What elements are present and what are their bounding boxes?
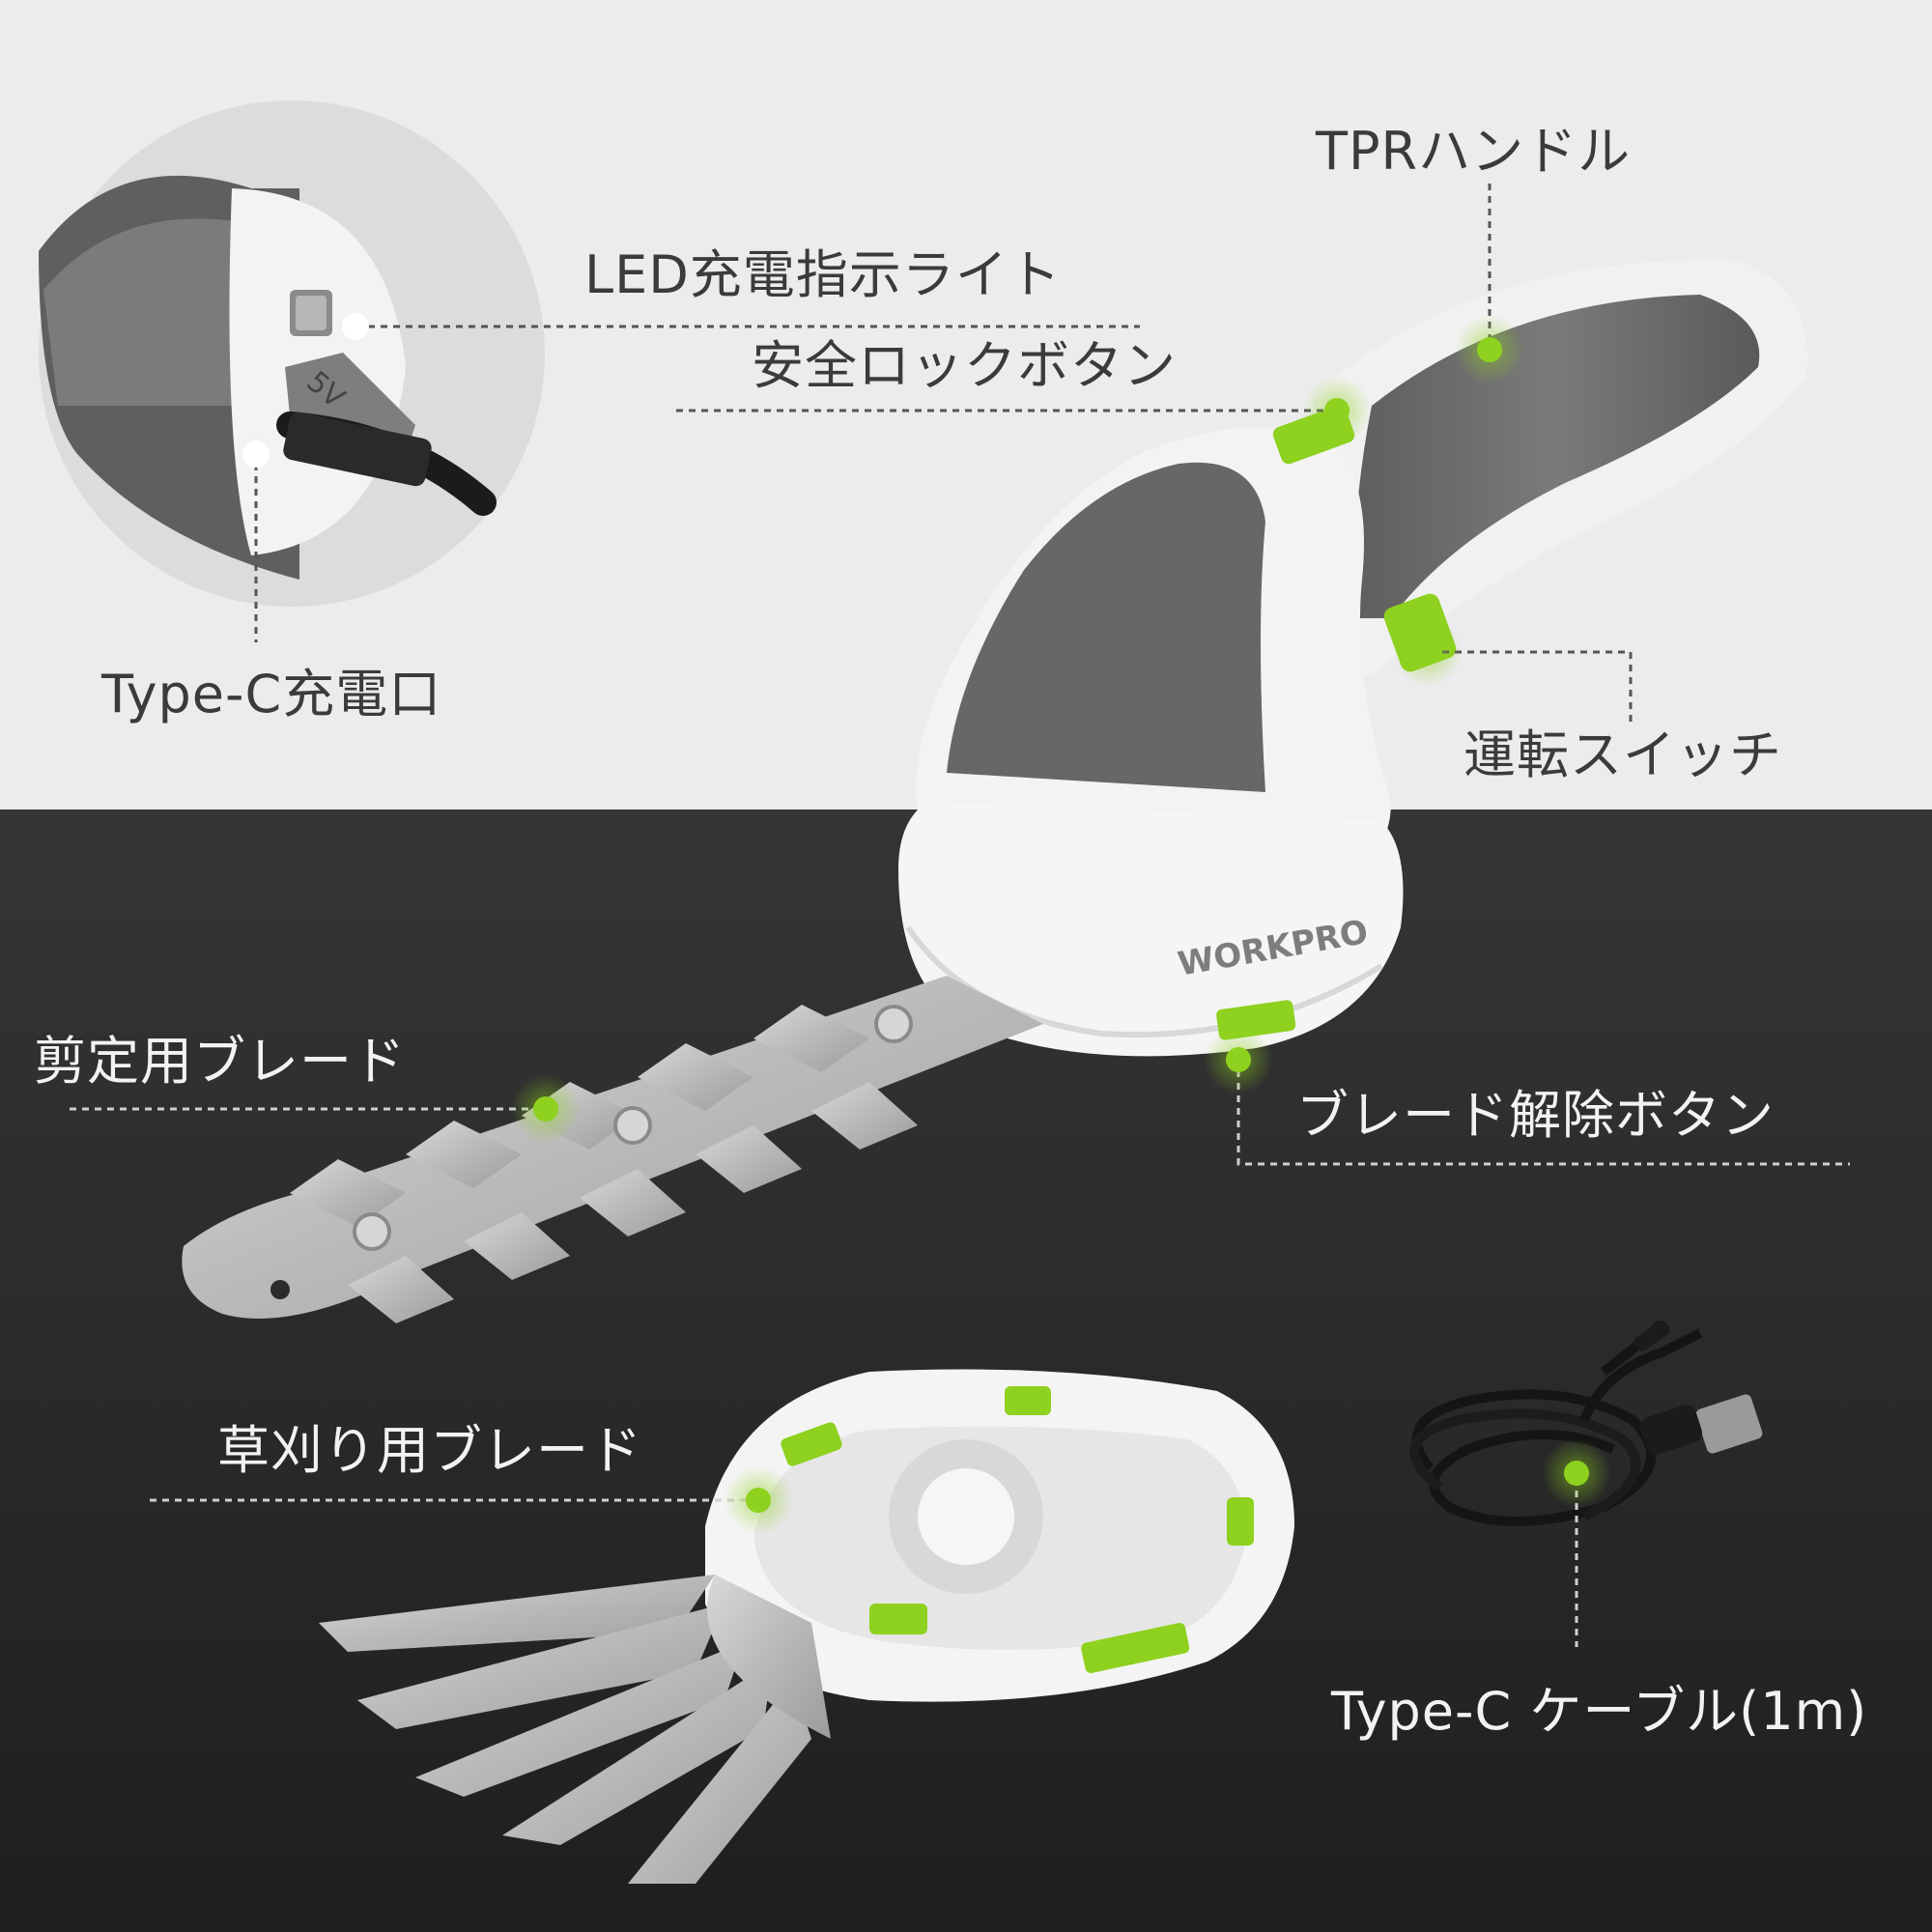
label-tpr-handle: TPRハンドル — [1316, 121, 1632, 182]
marker-grass-blade — [724, 1465, 793, 1535]
label-type-c-port: Type-C充電口 — [101, 664, 442, 724]
label-power-switch: 運転スイッチ — [1463, 724, 1782, 785]
callout-markers — [242, 313, 1611, 1535]
usb-cable — [1409, 1320, 1763, 1526]
marker-safety-lock — [1302, 376, 1372, 445]
grass-blade-attachment — [319, 1369, 1294, 1884]
trimmer-main-body: WORKPRO — [898, 260, 1808, 1057]
marker-trimming-blade — [511, 1074, 581, 1144]
label-grass-blade: 草刈り用ブレード — [217, 1420, 642, 1481]
label-blade-release: ブレード解除ボタン — [1296, 1085, 1775, 1146]
marker-tpr-handle — [1455, 315, 1524, 384]
marker-type-c-cable — [1542, 1438, 1611, 1508]
label-safety-lock: 安全ロックボタン — [752, 335, 1177, 396]
label-led-indicator: LED充電指示ライト — [584, 244, 1062, 305]
label-type-c-cable: Type-C ケーブル(1m) — [1331, 1681, 1868, 1742]
marker-blade-release — [1204, 1025, 1273, 1094]
marker-type-c-port — [242, 440, 270, 468]
marker-power-switch — [1393, 617, 1463, 687]
label-trimming-blade: 剪定用ブレード — [34, 1031, 406, 1092]
marker-led-indicator — [342, 313, 369, 340]
charging-port-zoom-inset: 5V — [39, 100, 545, 607]
